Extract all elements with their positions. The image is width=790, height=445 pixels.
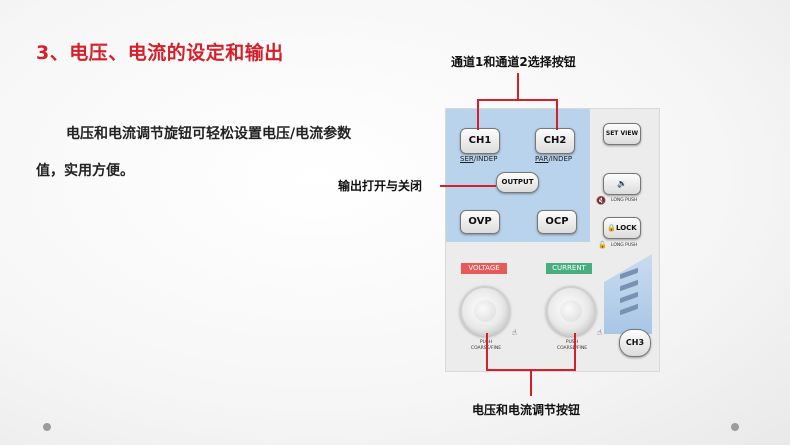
ocp-button[interactable]: OCP: [537, 210, 577, 234]
sound-button[interactable]: 🔉: [603, 173, 641, 195]
par-label: PAR: [535, 155, 549, 163]
nav-dot-right[interactable]: [731, 423, 739, 431]
indep-label: /INDEP: [548, 155, 573, 163]
ch1-button[interactable]: CH1: [460, 128, 500, 154]
description-line-2: 值，实用方便。: [36, 163, 134, 179]
unlock-icon: 🔓: [598, 241, 607, 249]
page-title: 3、电压、电流的设定和输出: [36, 42, 284, 64]
lock-label: LOCK: [615, 224, 637, 232]
ch3-button[interactable]: CH3: [619, 329, 651, 357]
padlock-icon: 🔒: [607, 224, 616, 232]
set-view-button[interactable]: SET VIEW: [603, 123, 641, 145]
coarse-fine-label: COARSE/FINE: [556, 346, 588, 351]
ser-label: SER: [460, 155, 474, 163]
press-icon: ☝: [597, 328, 602, 337]
description-line-1: 电压和电流调节旋钮可轻松设置电压/电流参数: [66, 126, 352, 142]
callout-adjust-knobs: 电压和电流调节按钮: [472, 403, 581, 417]
power-supply-panel-photo: CH1 CH2 SER/INDEP PAR/INDEP OUTPUT OVP O…: [445, 108, 660, 372]
voltage-knob[interactable]: [460, 286, 510, 336]
current-knob[interactable]: [546, 286, 596, 336]
indep-label: /INDEP: [473, 155, 498, 163]
ch1-mode-label: SER/INDEP: [460, 155, 497, 163]
lock-button[interactable]: 🔒LOCK: [603, 217, 641, 239]
mute-icon: 🔇: [596, 196, 606, 205]
press-icon: ☝: [512, 328, 517, 337]
voltage-tag: VOLTAGE: [461, 263, 507, 274]
ovp-button[interactable]: OVP: [460, 210, 500, 234]
current-tag: CURRENT: [546, 263, 592, 274]
coarse-fine-label: COARSE/FINE: [470, 346, 502, 351]
nav-dot-left[interactable]: [43, 423, 51, 431]
ch2-mode-label: PAR/INDEP: [535, 155, 572, 163]
ch2-button[interactable]: CH2: [535, 128, 575, 154]
speaker-icon: 🔉: [617, 179, 627, 188]
callout-output-toggle: 输出打开与关闭: [338, 179, 423, 193]
long-push-label: LONG PUSH: [611, 198, 638, 203]
output-button[interactable]: OUTPUT: [496, 172, 539, 193]
vent-area: [604, 254, 652, 334]
callout-channel-select: 通道1和通道2选择按钮: [451, 55, 576, 69]
long-push-label: LONG PUSH: [611, 243, 638, 248]
